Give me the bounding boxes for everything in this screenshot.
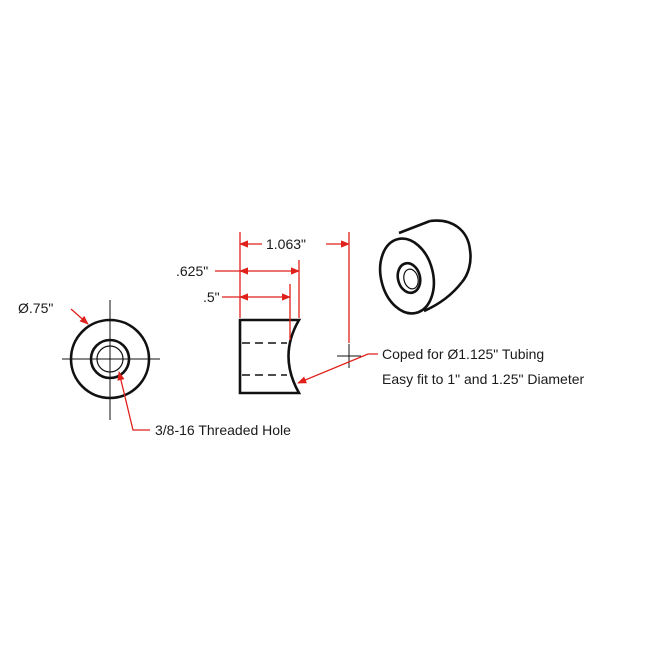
diameter-leader	[70, 308, 89, 325]
coped-callout-line1: Coped for Ø1.125" Tubing	[382, 346, 544, 362]
coped-leader	[297, 353, 378, 384]
outer-diameter-circle	[69, 318, 151, 400]
threaded-hole-leader	[117, 371, 150, 431]
side-view-outline	[238, 318, 302, 395]
threaded-hole-label: 3/8-16 Threaded Hole	[155, 422, 291, 438]
side-view: 1.063" .625" .5" Coped for Ø1.125" Tubin…	[176, 232, 584, 395]
iso-back-edge	[429, 219, 472, 283]
coped-depth-label: .625"	[176, 263, 208, 279]
diameter-label: Ø.75"	[18, 300, 53, 316]
overall-length-label: 1.063"	[266, 236, 306, 252]
threaded-hole-major-circle	[89, 338, 131, 380]
iso-bore-inner	[403, 268, 419, 290]
isometric-view	[378, 219, 472, 315]
iso-bottom-edge	[423, 281, 464, 313]
iso-front-face	[378, 237, 436, 315]
iso-top-edge	[398, 219, 431, 235]
end-view: Ø.75" 3/8-16 Threaded Hole	[18, 300, 291, 438]
coped-callout-line2: Easy fit to 1" and 1.25" Diameter	[382, 371, 584, 387]
iso-bore	[396, 261, 422, 295]
flat-length-label: .5"	[203, 289, 220, 305]
